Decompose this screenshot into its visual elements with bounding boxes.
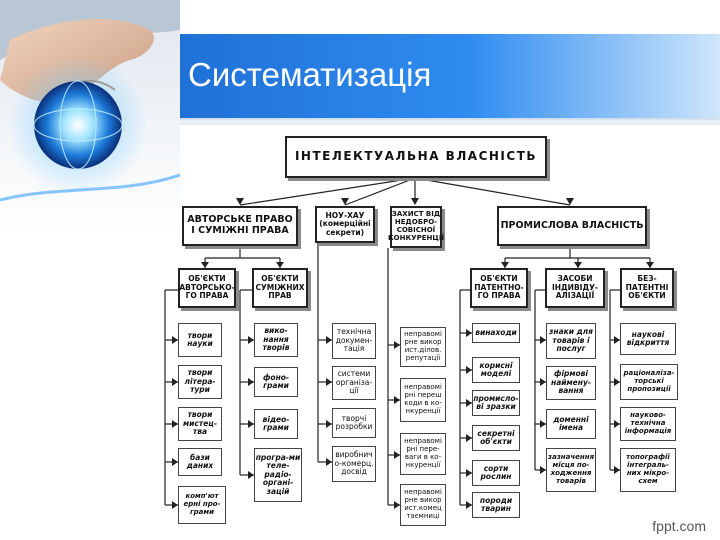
leaf-copyright-3: твори мистец-тва bbox=[178, 407, 222, 441]
globe-in-hand-image bbox=[0, 0, 180, 230]
leaf-related-1: вико-нання творів bbox=[254, 323, 298, 357]
leaf-knowhow-2: системи організа-ції bbox=[332, 366, 376, 400]
subgroup-copyright-objects: ОБ'ЄКТИ АВТОРСЬКО-ГО ПРАВА bbox=[178, 268, 236, 308]
leaf-unfair-1: неправомі рне викор ист.ділов. репутації bbox=[400, 327, 446, 367]
leaf-unfair-2: неправомі рні переш коди в ко-нкуренції bbox=[400, 378, 446, 422]
leaf-unfair-4: неправомі рне викор ист.комец таємниці bbox=[400, 484, 446, 526]
leaf-copyright-2: твори літера-тури bbox=[178, 365, 222, 399]
leaf-identification-4: зазначення місця по-ходження товарів bbox=[546, 448, 596, 492]
slide-title: Систематизація bbox=[188, 56, 432, 93]
leaf-patent-1: винаходи bbox=[472, 323, 520, 343]
leaf-nonpatent-4: топографії інтеграль-них мікро-схем bbox=[620, 448, 676, 492]
subgroup-identification: ЗАСОБИ ІНДИВІДУ-АЛІЗАЦІЇ bbox=[545, 268, 605, 308]
leaf-nonpatent-2: раціоналіза-торські пропозиції bbox=[620, 364, 678, 400]
leaf-patent-5: сорти рослин bbox=[472, 460, 520, 486]
stripe-decoration bbox=[0, 122, 720, 125]
leaf-patent-6: породи тварин bbox=[472, 492, 520, 518]
subgroup-nonpatent: БЕЗ-ПАТЕНТНІ ОБ'ЄКТИ bbox=[620, 268, 674, 308]
banner-shadow bbox=[165, 118, 720, 123]
leaf-related-4: програ-ми теле-радіо-органі-зацій bbox=[254, 448, 302, 502]
leaf-identification-2: фірмові наймену-вання bbox=[546, 366, 596, 400]
subgroup-related-objects: ОБ'ЄКТИ СУМІЖНИХ ПРАВ bbox=[252, 268, 308, 308]
leaf-patent-2: корисні моделі bbox=[472, 357, 520, 383]
leaf-unfair-3: неправомі рні пере-ваги в ко-нкуренції bbox=[400, 433, 446, 475]
leaf-nonpatent-3: науково-технічна інформація bbox=[620, 407, 676, 441]
leaf-identification-3: доменні імена bbox=[546, 409, 596, 439]
leaf-copyright-1: твори науки bbox=[178, 323, 222, 357]
leaf-nonpatent-1: наукові відкриття bbox=[620, 323, 676, 355]
branch-unfair-competition: ЗАХИСТ ВІД НЕДОБРО-СОВІСНОЇ КОНКУРЕНЦІЇ bbox=[388, 206, 444, 248]
branch-industrial: ПРОМИСЛОВА ВЛАСНІСТЬ bbox=[497, 206, 647, 246]
leaf-patent-3: промисло-ві зразки bbox=[472, 390, 520, 416]
leaf-copyright-5: комп'ют ерні про-грами bbox=[178, 486, 226, 524]
subgroup-patent-objects: ОБ'ЄКТИ ПАТЕНТНО-ГО ПРАВА bbox=[470, 268, 528, 308]
footer-brand: fppt.com bbox=[652, 518, 706, 534]
leaf-patent-4: секретні об'єкти bbox=[472, 425, 520, 451]
leaf-knowhow-3: творчі розробки bbox=[332, 408, 376, 438]
branch-copyright: АВТОРСЬКЕ ПРАВО І СУМІЖНІ ПРАВА bbox=[182, 206, 298, 246]
leaf-related-2: фоно-грами bbox=[254, 367, 298, 397]
leaf-related-3: відео-грами bbox=[254, 409, 298, 439]
leaf-copyright-4: бази даних bbox=[178, 448, 222, 476]
branch-knowhow: НОУ-ХАУ (комерційні секрети) bbox=[315, 206, 375, 243]
leaf-identification-1: знаки для товарів і послуг bbox=[546, 323, 596, 359]
root-node: ІНТЕЛЕКТУАЛЬНА ВЛАСНІСТЬ bbox=[285, 136, 547, 178]
title-banner bbox=[165, 34, 720, 118]
leaf-knowhow-1: технічна докумен-тація bbox=[332, 323, 376, 359]
leaf-knowhow-4: виробнич о-комерц. досвід bbox=[332, 446, 376, 482]
